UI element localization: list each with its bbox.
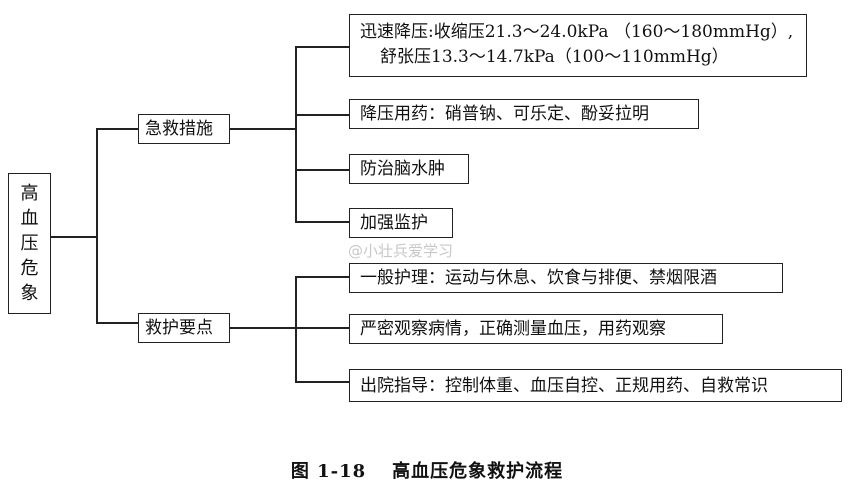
connector-root-out [51,236,97,238]
connector-item-5 [295,276,349,278]
item-line: 舒张压13.3～14.7kPa（100～110mmHg） [380,47,729,67]
item-monitoring: 加强监护 [349,208,453,238]
connector-care-vertical [295,276,297,382]
connector-item-6 [295,327,349,329]
connector-item-3 [295,169,349,171]
figure-number: 图 1-18 [290,461,367,482]
connector-root-vertical [96,128,98,323]
connector-emergency-vertical [295,46,297,222]
root-char: 压 [20,233,39,254]
branch-care-points: 救护要点 [138,313,230,343]
item-rapid-bp-reduction: 迅速降压:收缩压21.3～24.0kPa （160～180mmHg）, 舒张压1… [349,14,807,77]
item-line: 迅速降压:收缩压21.3～24.0kPa （160～180mmHg）, [360,22,794,42]
figure-caption: 图 1-18 高血压危象救护流程 [0,457,854,483]
branch-emergency-measures: 急救措施 [138,114,230,144]
figure-title: 高血压危象救护流程 [392,461,564,482]
root-char: 象 [20,283,39,304]
item-observation: 严密观察病情，正确测量血压，用药观察 [349,314,723,344]
connector-emergency-out [230,128,296,130]
root-char: 高 [20,183,39,204]
connector-item-7 [295,381,349,383]
item-discharge-guidance: 出院指导：控制体重、血压自控、正规用药、自救常识 [349,369,842,402]
item-antihypertensive-drugs: 降压用药：硝普钠、可乐定、酚妥拉明 [349,99,699,129]
root-node: 高 血 压 危 象 [8,173,51,314]
root-char: 危 [20,258,39,279]
connector-item-1 [295,46,349,48]
connector-to-care [96,322,138,324]
item-general-care: 一般护理：运动与休息、饮食与排便、禁烟限酒 [349,263,783,293]
connector-to-emergency [96,128,138,130]
watermark: @小壮兵爱学习 [348,242,454,260]
connector-item-2 [295,114,349,116]
item-cerebral-edema: 防治脑水肿 [349,154,469,184]
connector-care-out [230,327,296,329]
root-char: 血 [20,208,39,229]
connector-item-4 [295,221,349,223]
